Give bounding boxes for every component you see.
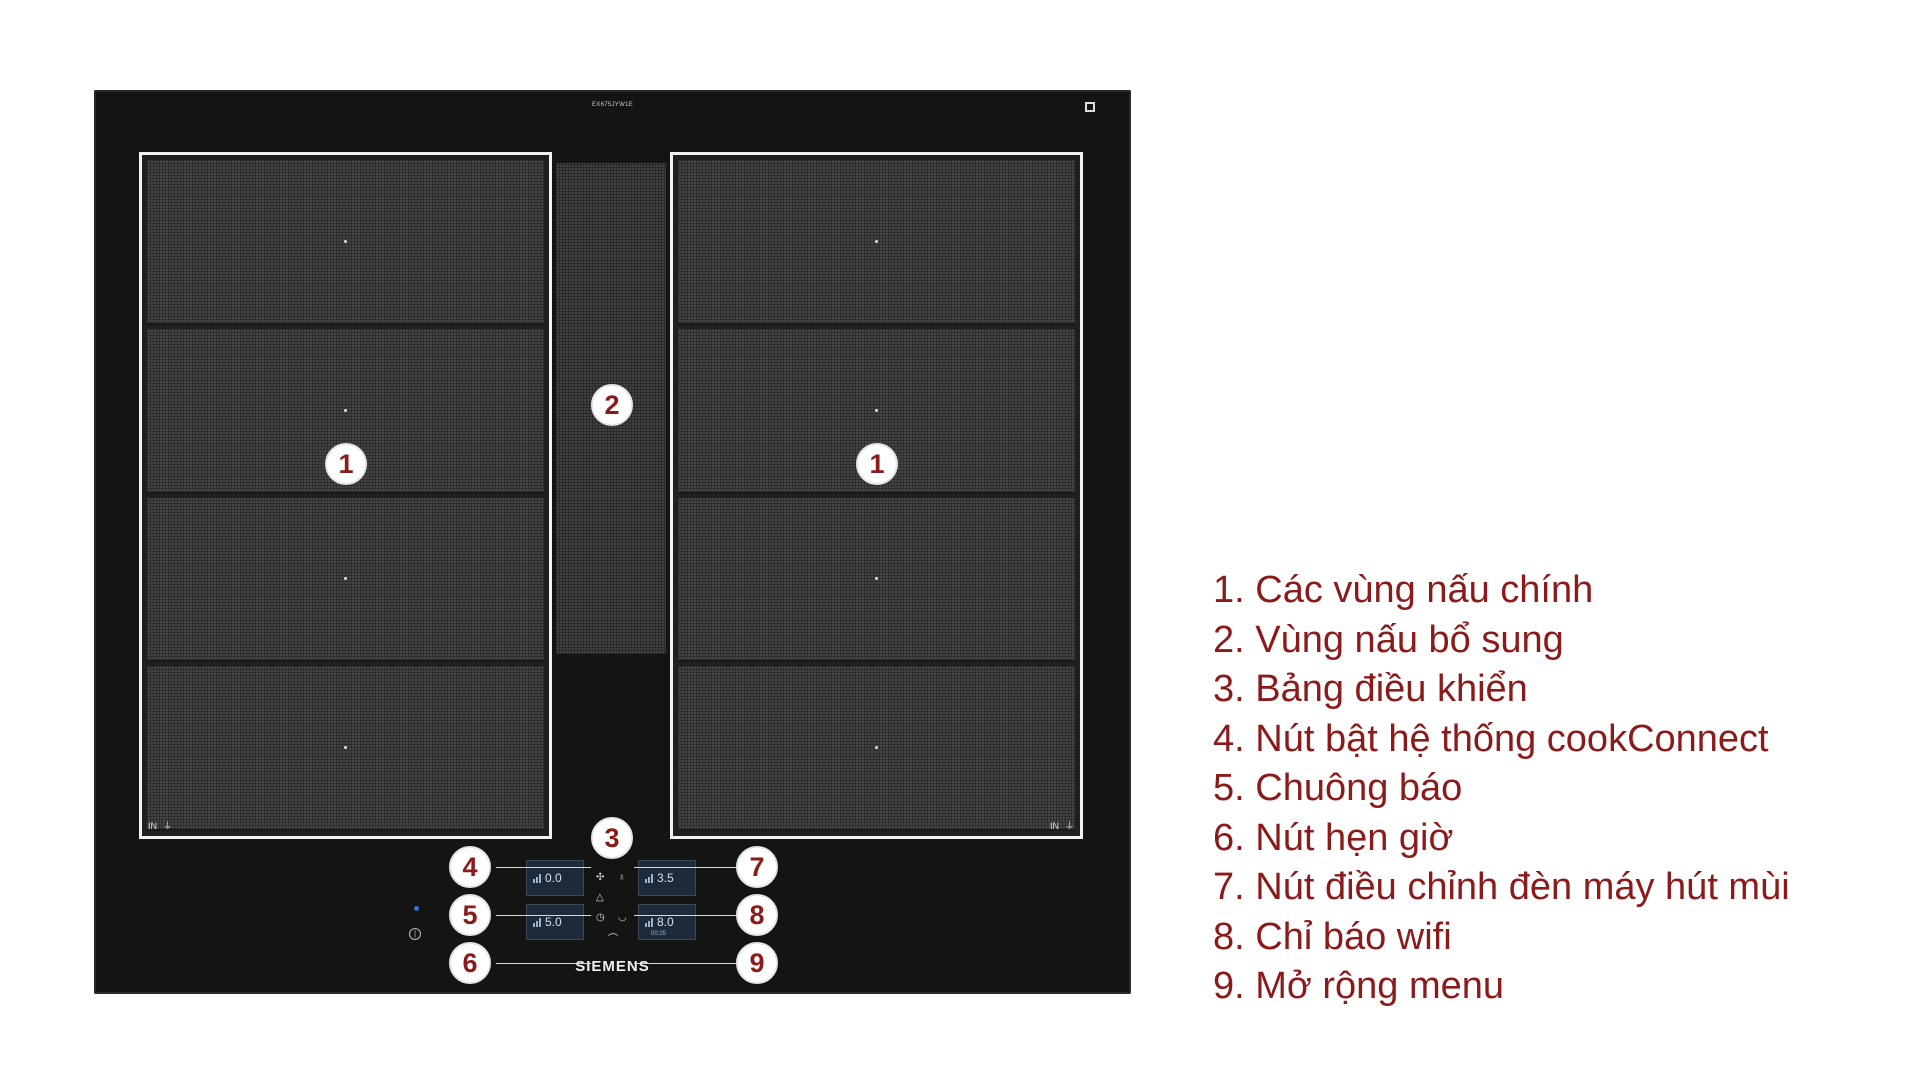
leader-line-6	[496, 963, 591, 964]
clock-icon[interactable]: ◷	[596, 912, 605, 923]
power-level-icon	[645, 873, 653, 883]
legend-item: 3. Bảng điều khiển	[1213, 668, 1528, 710]
induction-label: IN	[148, 820, 157, 831]
zone-center-dot	[875, 239, 878, 243]
badge-main-zone-left: 1	[325, 443, 367, 485]
legend-item: 2. Vùng nấu bổ sung	[1213, 618, 1564, 661]
display-top-left[interactable]: 0.0	[526, 860, 584, 896]
light-icon[interactable]: ♁	[618, 872, 626, 883]
badge-control-panel: 3	[591, 817, 633, 859]
badge-menu: 9	[736, 942, 778, 984]
pot-icon: ⏚	[1064, 821, 1074, 831]
bell-icon[interactable]: △	[596, 892, 604, 903]
display-top-right[interactable]: 3.5	[638, 860, 696, 896]
leader-line-5	[496, 915, 591, 916]
legend-list: 1. Các vùng nấu chính 2. Vùng nấu bổ sun…	[1213, 566, 1790, 1012]
zone-center-dot	[344, 577, 347, 581]
leader-line-7	[634, 867, 738, 868]
fan-icon[interactable]: ✣	[596, 872, 605, 883]
badge-timer: 6	[449, 942, 491, 984]
induction-label: IN	[1049, 820, 1059, 831]
chevron-up-icon[interactable]: ⌒	[608, 934, 618, 945]
zone-center-dot	[875, 408, 878, 412]
zone-segment	[147, 497, 544, 663]
zone-segment	[678, 497, 1075, 663]
power-level-icon	[645, 917, 653, 927]
zone-footer: IN ⏚	[148, 819, 172, 832]
zone-center-dot	[344, 239, 347, 243]
power-indicator	[414, 906, 419, 911]
control-panel: 0.0 5.0 3.5 8.0 00:25 ✣ △ ◷ ♁ ◡ ⌒	[526, 860, 698, 948]
zone-center-dot	[344, 408, 347, 412]
legend-item: 4. Nút bật hệ thống cookConnect	[1213, 717, 1769, 760]
zone-segment	[678, 666, 1075, 831]
brand-logo-icon	[1085, 102, 1095, 112]
model-number: EX675JYW1E	[591, 102, 634, 108]
badge-additional-zone: 2	[591, 384, 633, 426]
zone-segment	[678, 160, 1075, 325]
zone-footer: IN ⏚	[1050, 819, 1074, 832]
zone-center-dot	[875, 746, 878, 750]
badge-alarm: 5	[449, 894, 491, 936]
zone-center-dot	[875, 577, 878, 581]
display-bottom-left[interactable]: 5.0	[526, 904, 584, 940]
main-cooking-zone-right: IN ⏚	[670, 152, 1083, 839]
display-bottom-right[interactable]: 8.0 00:25	[638, 904, 696, 940]
leader-line-4	[496, 867, 591, 868]
power-level-icon	[533, 873, 541, 883]
power-icon[interactable]: |	[409, 928, 421, 940]
main-cooking-zone-left: IN ⏚	[139, 152, 552, 839]
leader-line-8	[634, 915, 738, 916]
pot-icon: ⏚	[163, 821, 173, 831]
zone-segment	[147, 160, 544, 325]
zone-segment	[147, 666, 544, 831]
badge-cookconnect: 4	[449, 846, 491, 888]
badge-main-zone-right: 1	[856, 443, 898, 485]
legend-item: 8. Chỉ báo wifi	[1213, 915, 1452, 958]
zone-center-dot	[344, 746, 347, 750]
legend-item: 9. Mở rộng menu	[1213, 965, 1505, 1007]
badge-wifi: 8	[736, 894, 778, 936]
legend-item: 7. Nút điều chỉnh đèn máy hút mùi	[1213, 866, 1790, 908]
brand-name: SIEMENS	[575, 958, 650, 975]
power-level-icon	[533, 917, 541, 927]
legend-item: 6. Nút hẹn giờ	[1213, 816, 1454, 859]
legend-item: 5. Chuông báo	[1213, 767, 1463, 809]
leader-line-9	[634, 963, 738, 964]
legend-item: 1. Các vùng nấu chính	[1213, 569, 1594, 611]
wifi-icon: ◡	[618, 912, 627, 923]
badge-hood-light: 7	[736, 846, 778, 888]
timer-readout: 00:25	[651, 931, 667, 937]
